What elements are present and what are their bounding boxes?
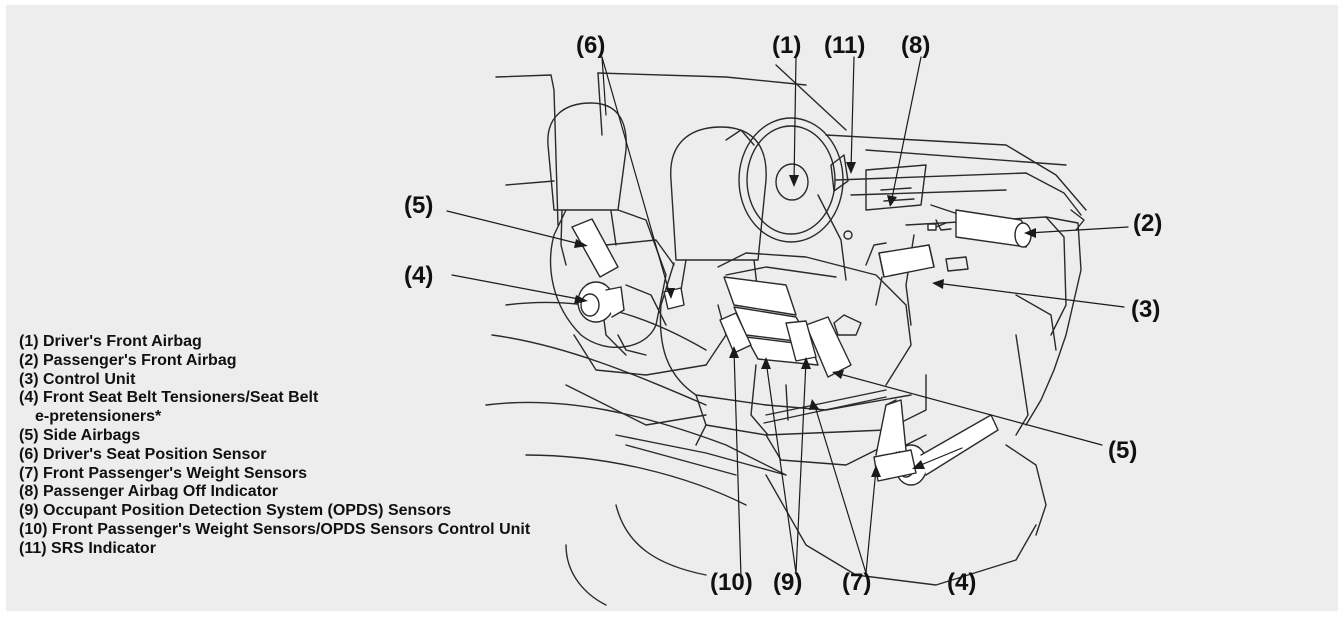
legend-item: (10) Front Passenger's Weight Sensors/OP…	[19, 520, 531, 538]
callout-driver-seat-position-sensor: (6)	[576, 32, 606, 59]
legend-item: (2) Passenger's Front Airbag	[19, 351, 237, 369]
legend-item: (8) Passenger Airbag Off Indicator	[19, 483, 279, 501]
callout-driver-front-airbag: (1)	[772, 32, 802, 59]
opds-control-unit	[719, 312, 752, 354]
tensioner-left	[577, 281, 625, 323]
vehicle-interior-illustration	[446, 56, 1129, 606]
driver-seat-outline	[547, 102, 727, 376]
passenger-airbag-module	[927, 209, 1032, 248]
side-airbag-left	[571, 218, 619, 278]
callout-passenger-front-airbag: (2)	[1133, 210, 1163, 237]
legend-item: (6) Driver's Seat Position Sensor	[19, 445, 267, 463]
opds-sensor-panels	[723, 276, 819, 366]
legend-item: (1) Driver's Front Airbag	[19, 333, 202, 350]
legend-item: (4) Front Seat Belt Tensioners/Seat Belt	[19, 389, 319, 407]
legend-item-continuation: e-pretensioners*	[35, 408, 162, 426]
dashboard-outline	[835, 164, 1082, 426]
callout-weight-sensors: (7)	[842, 569, 872, 596]
seat-position-sensor	[663, 287, 685, 310]
leader-lines	[446, 56, 1129, 578]
callout-opds-control-unit: (10)	[710, 569, 753, 596]
passenger-seat-outline	[659, 126, 927, 466]
tensioner-right	[873, 399, 999, 486]
callout-passenger-airbag-off-indicator: (8)	[901, 32, 931, 59]
cabin-outline	[495, 64, 1087, 231]
callout-side-airbag-left: (5)	[404, 192, 434, 219]
callout-seat-belt-tensioner-left: (4)	[404, 262, 434, 289]
side-airbag-right	[805, 316, 852, 378]
arrowheads	[574, 162, 1036, 477]
control-unit-module	[878, 244, 935, 278]
callout-srs-indicator: (11)	[824, 32, 866, 59]
callout-side-airbag-right: (5)	[1108, 437, 1138, 464]
steering-wheel-outline	[725, 117, 853, 281]
legend-item: (5) Side Airbags	[19, 426, 141, 444]
callout-seat-belt-tensioner-right: (4)	[947, 569, 977, 596]
legend-item: (7) Front Passenger's Weight Sensors	[19, 464, 308, 482]
legend-item: (11) SRS Indicator	[19, 539, 156, 557]
component-legend: (1) Driver's Front Airbag (2) Passenger'…	[19, 333, 530, 559]
diagram-frame: (1) (11) (8) (6) (2) (3) (5) (4) (5) (10…	[6, 5, 1338, 611]
weight-sensor-rails	[763, 384, 887, 424]
legend-item: (9) Occupant Position Detection System (…	[19, 502, 452, 520]
callout-opds-sensors: (9)	[773, 569, 803, 596]
legend-item: (3) Control Unit	[19, 370, 136, 388]
callout-control-unit: (3)	[1131, 296, 1161, 323]
